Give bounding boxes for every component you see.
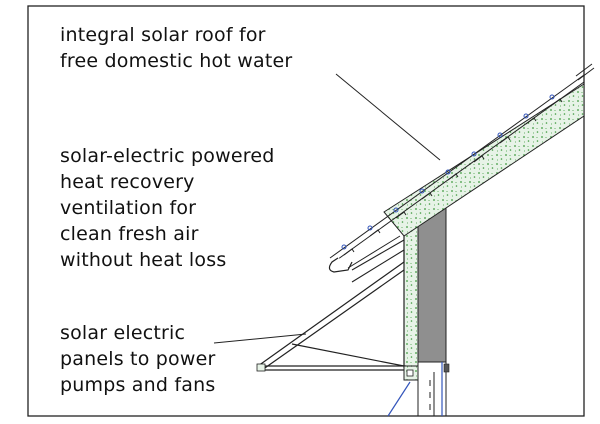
leader-solar-roof [335,73,441,161]
callout-line: solar-electric powered [60,145,275,167]
leader-panels [213,333,307,344]
callout-line: heat recovery [60,171,195,193]
frame-border [27,5,585,417]
callout-line: free domestic hot water [60,50,293,72]
wall-insulation [403,222,419,369]
pipe [387,381,411,417]
wall-mass [417,205,447,363]
callout-line: ventilation for [60,197,197,219]
callout-ventilation: solar-electric powered heat recovery ven… [60,143,275,273]
eaves-framing [351,239,405,283]
roof-insulation [383,83,585,237]
callout-panels: solar electric panels to power pumps and… [60,320,216,398]
gutter [328,257,353,273]
callout-line: pumps and fans [60,374,216,396]
callout-line: panels to power [60,348,216,370]
callout-line: integral solar roof for [60,24,266,46]
callout-solar-roof: integral solar roof for free domestic ho… [60,22,292,74]
panel-foot [256,363,266,372]
callout-line: without heat loss [60,249,227,271]
solar-panel-frame [257,261,406,371]
callout-line: clean fresh air [60,223,199,245]
tile-accents [341,94,555,250]
roof-tiles [329,63,595,263]
callout-line: solar electric [60,322,186,344]
